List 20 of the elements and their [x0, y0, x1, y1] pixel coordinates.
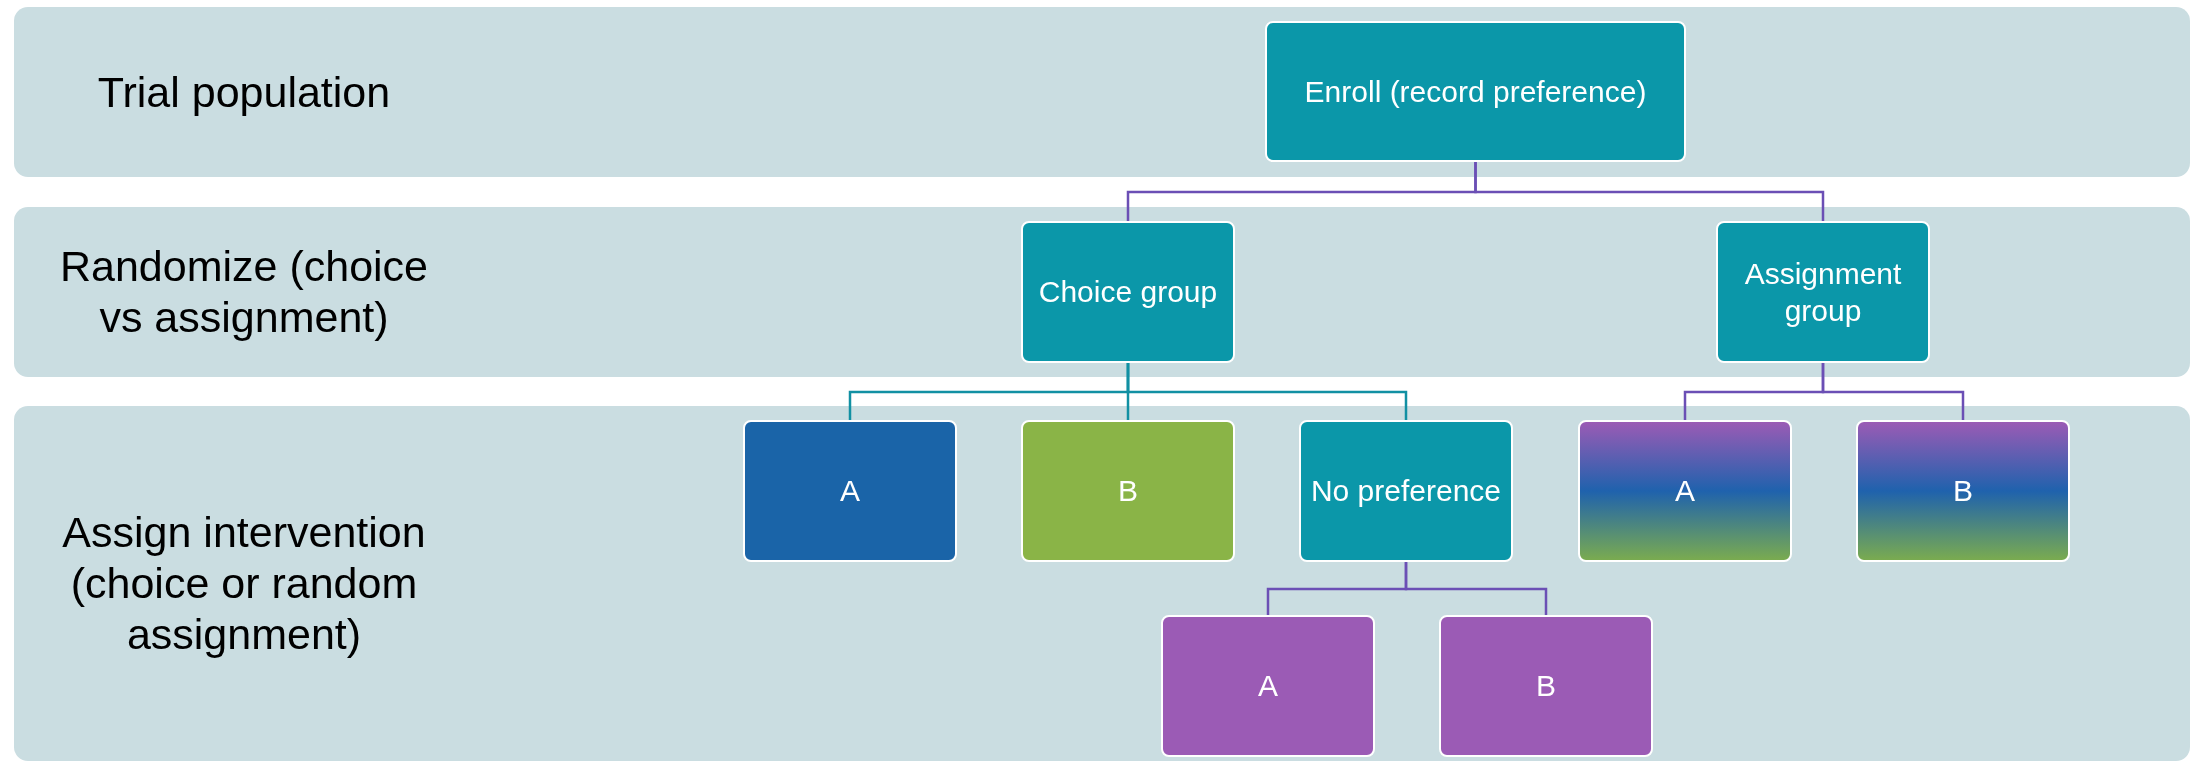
- group-box: B: [1856, 420, 2070, 562]
- group-box: Enroll (record preference): [1265, 21, 1686, 162]
- connector-line: [1474, 162, 1825, 221]
- group-box: B: [1439, 615, 1653, 757]
- stage-label: Randomize (choice vs assignment): [58, 241, 430, 343]
- connector-line: [1821, 363, 1965, 420]
- stage-band: [14, 406, 2190, 761]
- group-box: B: [1021, 420, 1235, 562]
- group-box: Assignment group: [1716, 221, 1930, 363]
- group-box: A: [1161, 615, 1375, 757]
- stage-band: [14, 207, 2190, 377]
- stage-label: Trial population: [96, 66, 392, 118]
- group-box: Choice group: [1021, 221, 1235, 363]
- group-box: A: [743, 420, 957, 562]
- group-box: No preference: [1299, 420, 1513, 562]
- stage-label: Assign intervention (choice or random assignment): [61, 507, 427, 660]
- connector-line: [1126, 363, 1408, 420]
- group-box: A: [1578, 420, 1792, 562]
- connector-line: [1404, 562, 1548, 615]
- stage-band: [14, 7, 2190, 177]
